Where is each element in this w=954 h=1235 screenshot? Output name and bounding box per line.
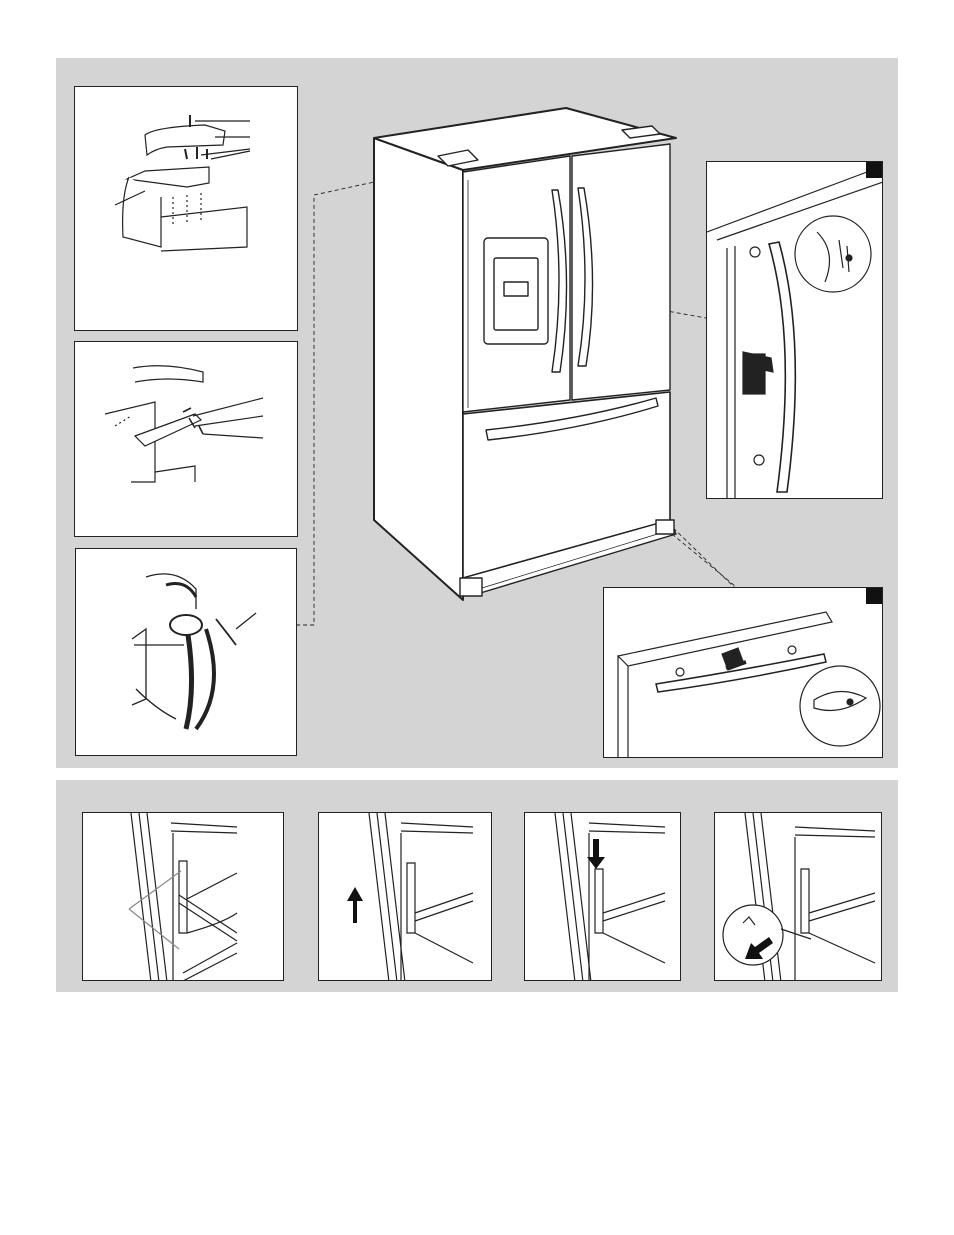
callout-line-3: [201, 149, 250, 159]
callout-line-1: [236, 613, 256, 629]
inset-water-line: [75, 548, 297, 756]
inset-door-handle: [706, 161, 883, 499]
step-1-rail-hooks: [82, 812, 284, 981]
up-arrow-icon: [347, 887, 363, 923]
callout-line-2: [195, 416, 263, 426]
step-2-lift-up: [318, 812, 492, 981]
step-marker-square: [866, 162, 882, 178]
left-foot: [460, 578, 482, 596]
cabinet-side: [374, 138, 463, 600]
step-marker-square: [866, 588, 882, 604]
callout-line-3: [203, 434, 263, 438]
magnifier-circle: [795, 216, 871, 292]
step-4-pull-off: [714, 812, 882, 981]
down-arrow-icon: [587, 839, 605, 869]
step-3-lower-onto-hook: [524, 812, 681, 981]
inset-drawer-handle: [603, 587, 883, 758]
magnifier-circle: [800, 666, 880, 746]
callout-line-1: [193, 398, 263, 416]
inset-lower-hinge: [74, 341, 298, 537]
right-foot: [656, 520, 674, 534]
inset-hinge-top: [74, 86, 298, 331]
